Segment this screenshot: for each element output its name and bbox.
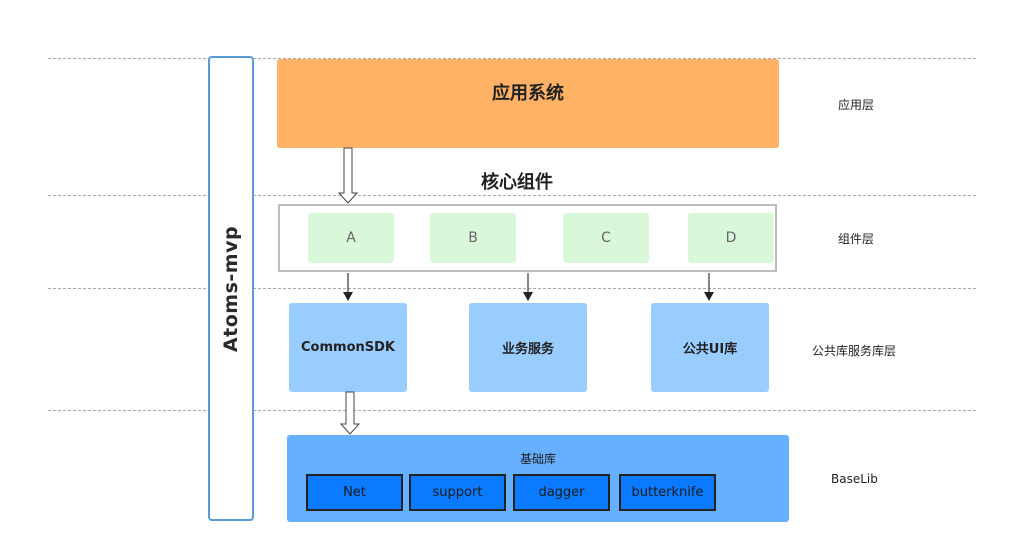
layer-label-base: BaseLib: [831, 472, 878, 486]
separator-line: [48, 195, 976, 196]
app-system-box: 应用系统: [277, 59, 779, 148]
lib-support: support: [409, 474, 506, 511]
arrow-to-commonsdk: [343, 273, 353, 301]
lib-net: Net: [306, 474, 403, 511]
hollow-arrow-app-to-components: [337, 147, 359, 204]
component-a: A: [308, 213, 394, 263]
service-public-ui: 公共UI库: [651, 303, 769, 392]
component-d: D: [688, 213, 774, 263]
core-components-title: 核心组件: [481, 172, 553, 193]
arrow-to-public-ui: [704, 273, 714, 301]
layer-label-service: 公共库服务库层: [812, 344, 897, 358]
base-library-title: 基础库: [519, 452, 556, 466]
layer-label-app: 应用层: [838, 98, 875, 112]
separator-line: [48, 58, 976, 59]
arrow-to-business: [523, 273, 533, 301]
layer-label-component: 组件层: [838, 232, 875, 246]
separator-line: [48, 288, 976, 289]
app-system-label: 应用系统: [492, 83, 564, 104]
lib-butterknife: butterknife: [619, 474, 716, 511]
service-business: 业务服务: [469, 303, 587, 392]
atoms-mvp-frame: Atoms-mvp: [208, 56, 254, 521]
separator-line: [48, 410, 976, 411]
service-commonsdk: CommonSDK: [289, 303, 407, 392]
hollow-arrow-sdk-to-base: [339, 391, 361, 435]
lib-dagger: dagger: [513, 474, 610, 511]
component-c: C: [563, 213, 649, 263]
component-b: B: [430, 213, 516, 263]
